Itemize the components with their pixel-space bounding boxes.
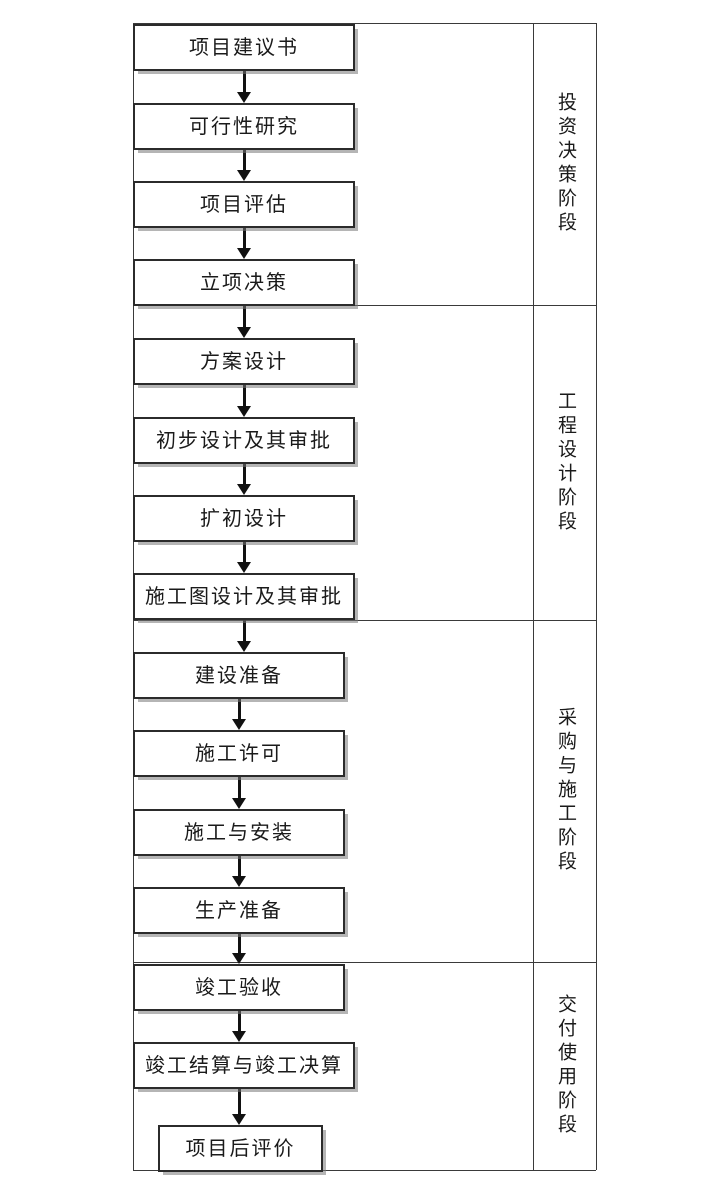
arrow-stem: [238, 856, 241, 878]
process-box[interactable]: 初步设计及其审批: [133, 417, 355, 464]
arrow-stem: [243, 150, 246, 172]
process-box-label: 竣工验收: [195, 976, 283, 999]
phase-divider-2: [133, 620, 596, 621]
process-box-label: 施工图设计及其审批: [145, 585, 343, 608]
process-box[interactable]: 方案设计: [133, 338, 355, 385]
process-box-label: 方案设计: [200, 350, 288, 373]
arrow-head-icon: [232, 1031, 246, 1042]
phase-label: 采购与施工阶段: [554, 707, 576, 875]
process-box[interactable]: 项目建议书: [133, 24, 355, 71]
arrow-head-icon: [237, 484, 251, 495]
process-box[interactable]: 建设准备: [133, 652, 345, 699]
arrow-stem: [243, 464, 246, 486]
process-box-label: 初步设计及其审批: [156, 429, 332, 452]
process-box[interactable]: 立项决策: [133, 259, 355, 306]
phase-divider-3: [133, 962, 596, 963]
table-top-border: [133, 23, 596, 24]
arrow-head-icon: [232, 876, 246, 887]
process-box-label: 可行性研究: [189, 115, 299, 138]
arrow-stem: [243, 385, 246, 408]
phase-label: 投资决策阶段: [554, 92, 576, 236]
arrow-stem: [243, 542, 246, 564]
arrow-head-icon: [237, 327, 251, 338]
process-box-label: 项目建议书: [189, 36, 299, 59]
arrow-head-icon: [237, 406, 251, 417]
arrow-stem: [238, 1011, 241, 1033]
process-box-label: 项目评估: [200, 193, 288, 216]
process-box-label: 建设准备: [195, 664, 283, 687]
arrow-head-icon: [232, 953, 246, 964]
arrow-stem: [243, 620, 246, 643]
arrow-head-icon: [237, 641, 251, 652]
phase-label: 交付使用阶段: [554, 994, 576, 1138]
arrow-head-icon: [237, 92, 251, 103]
process-box-label: 项目后评价: [185, 1137, 296, 1160]
arrow-stem: [238, 699, 241, 721]
process-box[interactable]: 施工与安装: [133, 809, 345, 856]
arrow-head-icon: [237, 170, 251, 181]
arrow-stem: [238, 934, 241, 955]
arrow-head-icon: [237, 248, 251, 259]
arrow-stem: [243, 71, 246, 94]
process-box[interactable]: 生产准备: [133, 887, 345, 934]
phase-cell: 交付使用阶段: [534, 962, 596, 1170]
table-right-border: [596, 23, 597, 1170]
phase-cell: 工程设计阶段: [534, 305, 596, 620]
arrow-head-icon: [232, 798, 246, 809]
arrow-head-icon: [232, 1114, 246, 1125]
process-box-label: 施工与安装: [184, 821, 294, 844]
phase-cell: 采购与施工阶段: [534, 620, 596, 962]
process-box[interactable]: 扩初设计: [133, 495, 355, 542]
process-box[interactable]: 竣工结算与竣工决算: [133, 1042, 355, 1089]
process-box-label: 施工许可: [195, 742, 283, 765]
process-box[interactable]: 可行性研究: [133, 103, 355, 150]
arrow-head-icon: [232, 719, 246, 730]
phase-cell: 投资决策阶段: [534, 23, 596, 305]
phase-column-divider: [533, 23, 534, 1170]
arrow-stem: [238, 777, 241, 800]
process-box[interactable]: 项目评估: [133, 181, 355, 228]
process-box[interactable]: 施工图设计及其审批: [133, 573, 355, 620]
table-bottom-border: [133, 1170, 596, 1171]
process-box-label: 立项决策: [200, 271, 288, 294]
process-box[interactable]: 施工许可: [133, 730, 345, 777]
phase-label: 工程设计阶段: [554, 390, 576, 535]
arrow-stem: [238, 1089, 241, 1116]
process-box-label: 竣工结算与竣工决算: [145, 1054, 343, 1077]
arrow-head-icon: [237, 562, 251, 573]
process-box-label: 生产准备: [195, 899, 283, 922]
process-box[interactable]: 项目后评价: [158, 1125, 323, 1172]
process-box[interactable]: 竣工验收: [133, 964, 345, 1011]
process-box-label: 扩初设计: [200, 507, 288, 530]
phase-divider-1: [133, 305, 596, 306]
arrow-stem: [243, 306, 246, 329]
arrow-stem: [243, 228, 246, 250]
